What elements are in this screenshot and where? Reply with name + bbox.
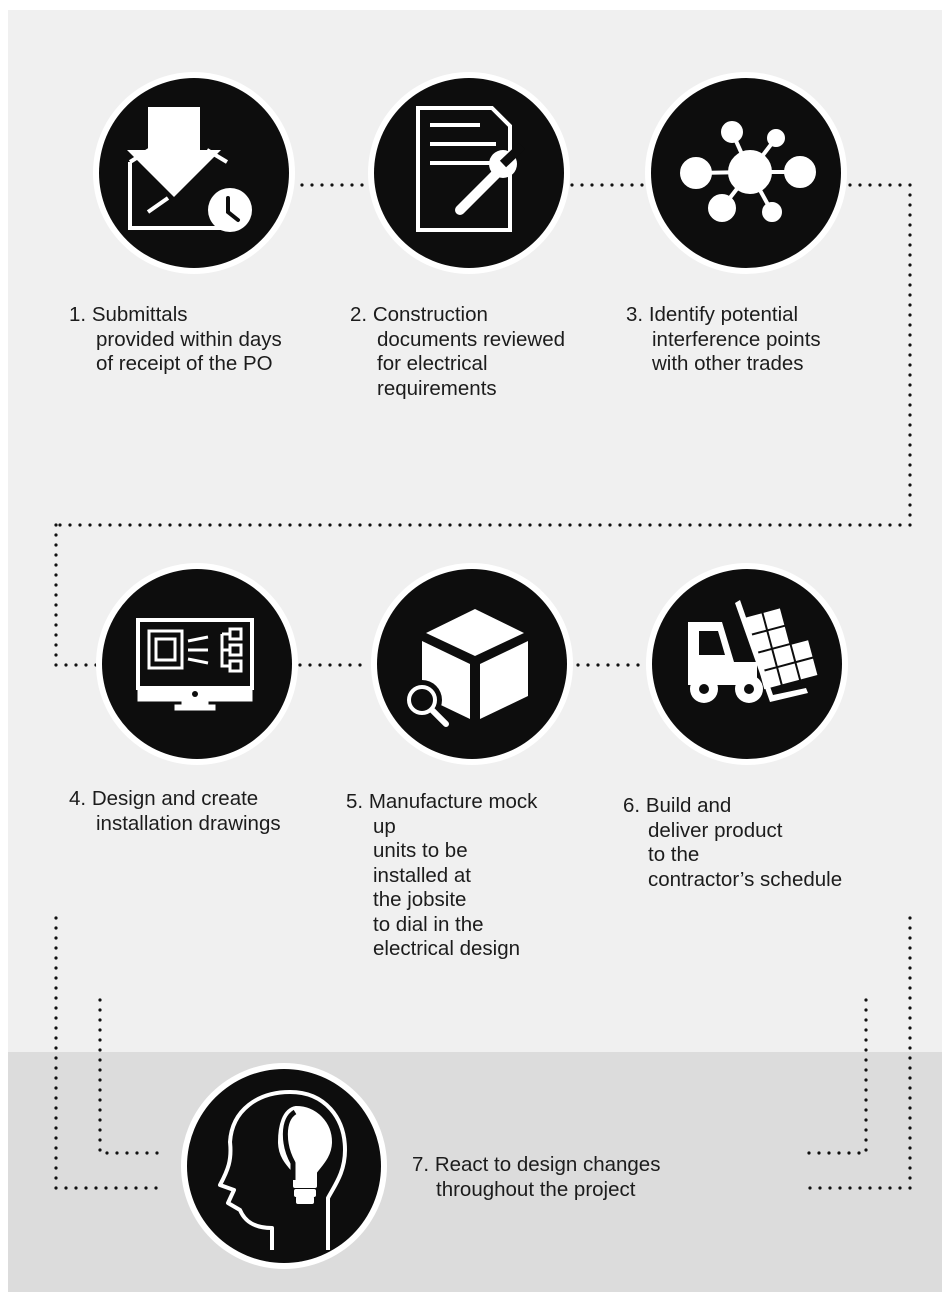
box-magnifier-icon [402, 609, 528, 727]
connector-left-outer [54, 916, 160, 1190]
step-5-circle [371, 563, 573, 765]
step-5-label: 5. Manufacture mock up units to be insta… [346, 790, 538, 960]
mail-download-clock-icon [127, 107, 252, 232]
step-2-circle [368, 72, 570, 274]
network-hub-icon [680, 121, 816, 222]
step-6-label: 6. Build and deliver product to the cont… [623, 794, 843, 891]
connector-left-down [54, 523, 100, 667]
head-lightbulb-icon [218, 1090, 347, 1250]
step-6-circle [646, 563, 848, 765]
step-1-circle [93, 72, 295, 274]
step-4-circle [96, 563, 298, 765]
step-2-label: 2. Construction documents reviewed for e… [350, 303, 566, 400]
step-3-label: 3. Identify potential interference point… [626, 303, 821, 375]
connector-right-outer [806, 916, 912, 1190]
connector-right-inner [798, 998, 868, 1155]
step-7-circle [181, 1063, 387, 1269]
background-lower-panel [8, 1052, 942, 1292]
forklift-icon [688, 600, 818, 703]
monitor-diagram-icon [136, 618, 254, 711]
connector-left-inner [98, 998, 167, 1155]
connector-3-right-down [848, 183, 912, 527]
step-1-label: 1. Submittals provided within days of re… [69, 303, 282, 375]
step-7-label: 7. React to design changes throughout th… [412, 1153, 661, 1201]
step-3-circle [645, 72, 847, 274]
document-wrench-icon [416, 106, 526, 232]
step-4-label: 4. Design and create installation drawin… [69, 787, 281, 835]
